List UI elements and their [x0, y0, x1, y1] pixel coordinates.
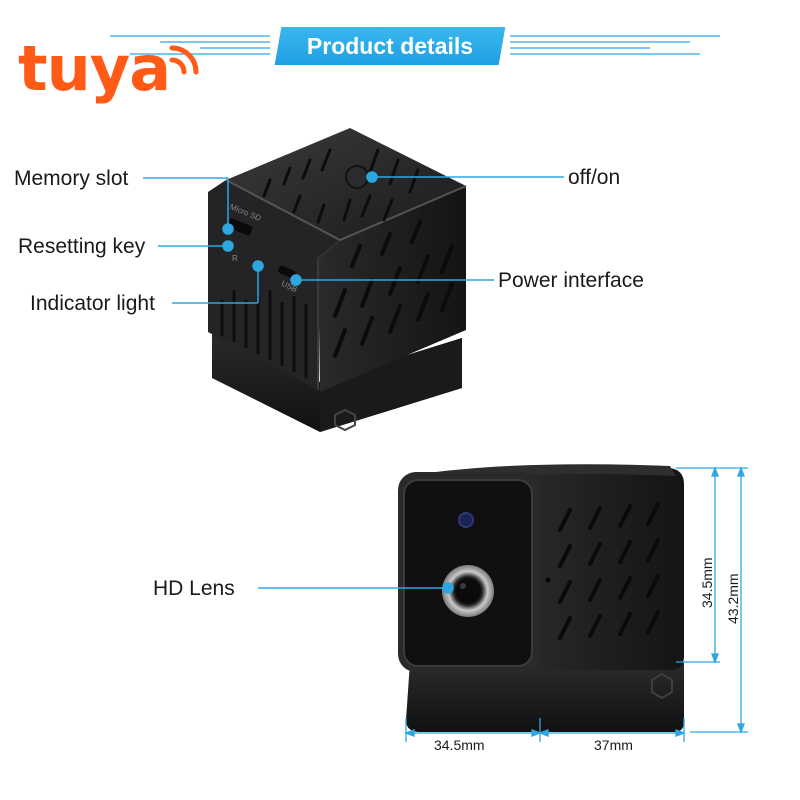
- dimension-side-width: 37mm: [594, 737, 633, 753]
- memory-slot-label: Memory slot: [14, 167, 129, 190]
- dimension-total-height: 43.2mm: [725, 573, 741, 624]
- sd-slot: [227, 218, 253, 236]
- dimension-lines: [404, 466, 748, 742]
- base-screw-icon: [651, 672, 673, 700]
- power-button-icon: [345, 165, 369, 189]
- off-on-label: off/on: [568, 166, 621, 189]
- usb-port: [278, 265, 296, 279]
- indicator-light-label: Indicator light: [30, 292, 155, 315]
- ir-sensor: [458, 512, 474, 528]
- banner-title: Product details: [306, 32, 474, 59]
- hd-lens-label: HD Lens: [153, 577, 235, 600]
- base-screw-icon: [334, 408, 356, 432]
- tuya-logo: tuya: [18, 32, 171, 105]
- camera-side-view: [208, 128, 467, 432]
- logo-wifi-icon: [169, 45, 199, 75]
- dimension-cube-height: 34.5mm: [699, 557, 715, 608]
- resetting-key-label: Resetting key: [18, 235, 146, 258]
- camera-front-view: [398, 464, 684, 732]
- dimension-front-width: 34.5mm: [434, 737, 485, 753]
- callout-lines: [143, 171, 564, 594]
- power-interface-label: Power interface: [498, 269, 644, 292]
- reset-label: R: [232, 254, 238, 263]
- banner-decoration: [110, 35, 720, 55]
